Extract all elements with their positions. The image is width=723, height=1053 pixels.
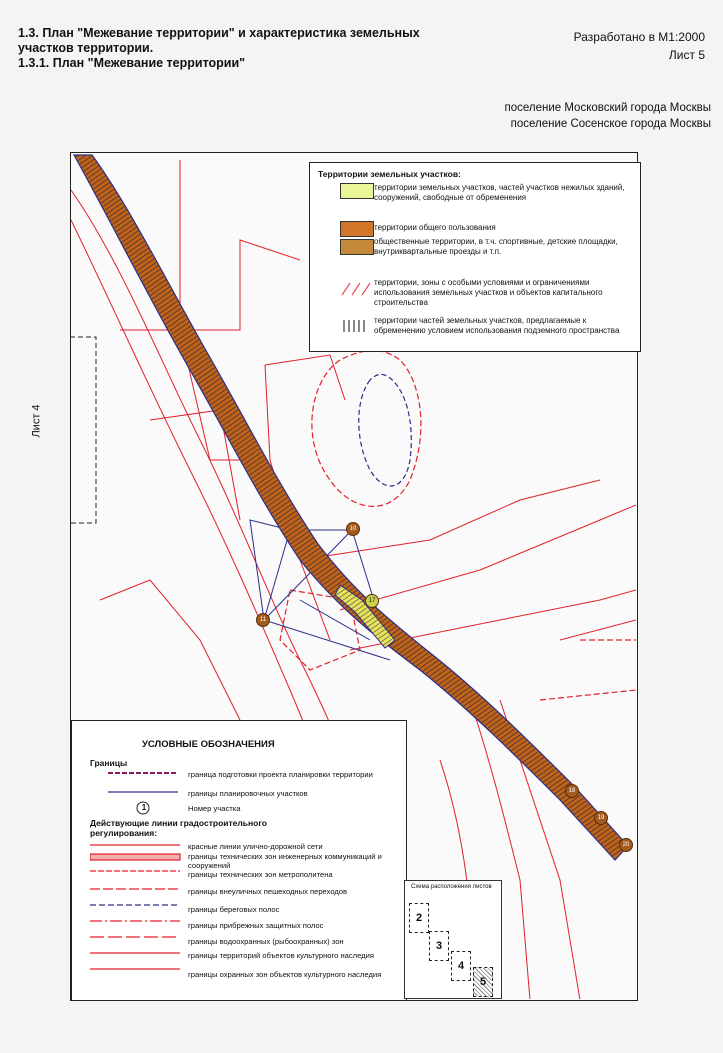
legend-red-lines: красные линии улично-дорожной сети <box>188 842 323 851</box>
sheet-4-label: Лист 4 <box>31 335 78 525</box>
legend-underground-use: территории частей земельных участков, пр… <box>374 316 620 335</box>
title-line-1: 1.3. План "Межевание территории" и харак… <box>18 26 420 40</box>
title-line-3: 1.3.1. План "Межевание территории" <box>18 56 246 70</box>
swatch-free-plots <box>340 183 374 199</box>
legend-restricted-zones: территории, зоны с особыми условиями и о… <box>374 278 603 307</box>
borders-symbols <box>108 772 178 815</box>
legend-border-project: граница подготовки проекта планировки те… <box>188 770 373 779</box>
section-lines: Действующие линии градостроительного рег… <box>90 818 267 838</box>
lines-symbols <box>90 844 181 970</box>
plot-number-20[interactable]: 20 <box>619 838 633 852</box>
scheme-sheet-4[interactable]: 4 <box>451 951 471 981</box>
scheme-sheet-3[interactable]: 3 <box>429 931 449 961</box>
swatch-public-spaces <box>340 239 374 255</box>
legend-coastal-protection: границы прибрежных защитных полос <box>188 921 324 930</box>
plot-number-18[interactable]: 18 <box>565 784 579 798</box>
legend-engineering-zones: границы технических зон инженерных комму… <box>188 852 382 870</box>
title-line-2: участков территории. <box>18 41 154 55</box>
swatch-underground-use <box>343 320 365 332</box>
sheet-label: Лист 5 <box>668 48 705 62</box>
plot-number-17[interactable]: 17 <box>365 594 379 608</box>
symbols-legend: УСЛОВНЫЕ ОБОЗНАЧЕНИЯ Границы 1 граница п… <box>71 720 407 1001</box>
plot-17-area <box>334 584 396 649</box>
territory-legend-title: Территории земельных участков: <box>318 169 461 179</box>
legend-plot-number: Номер участка <box>188 804 241 813</box>
sheet-scheme-title: Схема расположения листов <box>411 884 492 890</box>
plot-number-symbol: 1 <box>141 803 147 812</box>
scale-label: Разработано в М1:2000 <box>573 30 705 44</box>
settlement-1: поселение Московский города Москвы <box>504 102 711 114</box>
legend-heritage-territories: границы территорий объектов культурного … <box>188 951 374 960</box>
territory-legend: Территории земельных участков: территори… <box>309 162 641 352</box>
symbols-legend-title: УСЛОВНЫЕ ОБОЗНАЧЕНИЯ <box>142 739 275 750</box>
legend-public-use: территории общего пользования <box>374 223 496 232</box>
swatch-restricted-zones <box>341 282 371 296</box>
legend-public-spaces: общественные территории, в т.ч. спортивн… <box>374 237 618 256</box>
scheme-sheet-5[interactable]: 5 <box>473 967 493 997</box>
legend-border-planning: границы планировочных участков <box>188 789 308 798</box>
plot-number-19[interactable]: 19 <box>594 811 608 825</box>
swatch-public-use <box>340 221 374 237</box>
legend-free-plots: территории земельных участков, частей уч… <box>374 183 625 202</box>
sheet-4-text: Лист 4 <box>30 404 43 438</box>
section-borders: Границы <box>90 758 128 768</box>
legend-water-protection: границы водоохранных (рыбоохранных) зон <box>188 937 344 946</box>
legend-pedestrian-crossings: границы внеуличных пешеходных переходов <box>188 887 348 896</box>
settlements-block: поселение Московский города Москвы посел… <box>504 100 711 132</box>
sheet-info: Разработано в М1:2000 Лист 5 <box>574 28 705 64</box>
sheet-scheme: Схема расположения листов 2 3 4 5 <box>404 880 502 999</box>
legend-metro-zones: границы технических зон метрополитена <box>188 870 333 879</box>
legend-shore-strips: границы береговых полос <box>188 905 280 914</box>
riverbank-line <box>358 373 412 487</box>
plot-number-10[interactable]: 10 <box>346 522 360 536</box>
settlement-2: поселение Сосенское города Москвы <box>510 118 711 130</box>
page-title: 1.3. План "Межевание территории" и харак… <box>18 26 488 71</box>
plot-number-11[interactable]: 11 <box>256 613 270 627</box>
scheme-sheet-2[interactable]: 2 <box>409 903 429 933</box>
legend-heritage-protection: границы охранных зон объектов культурног… <box>188 970 382 979</box>
